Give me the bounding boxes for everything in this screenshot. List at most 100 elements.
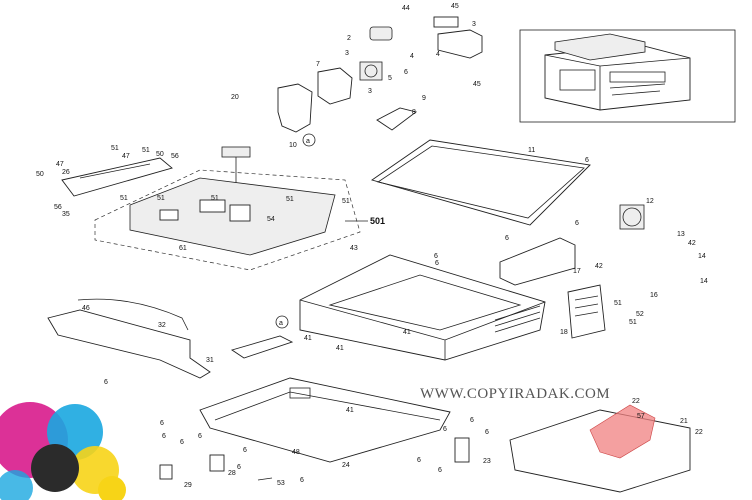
front-rail [47, 298, 211, 379]
callout-label: 6 [443, 426, 447, 433]
callout-label: 6 [104, 379, 108, 386]
callout-label: 24 [342, 462, 350, 469]
callout-label: 32 [158, 322, 166, 329]
callout-label: 45 [473, 81, 481, 88]
callout-label: 47 [122, 153, 130, 160]
callout-label: 45 [451, 3, 459, 10]
watermark: WWW.COPYIRADAK.COM [420, 386, 610, 402]
callout-label: 28 [228, 470, 236, 477]
callout-label: 6 [404, 69, 408, 76]
right-box [567, 284, 606, 339]
callout-label: 3 [368, 88, 372, 95]
callout-label: 14 [698, 253, 706, 260]
callout-label: 8 [412, 109, 416, 116]
callout-label: 44 [402, 5, 410, 12]
logo-circles [0, 402, 126, 500]
callout-label: 50 [36, 171, 44, 178]
callout-label: 6 [243, 447, 247, 454]
callout-label: 41 [403, 329, 411, 336]
callout-label: 51 [286, 196, 294, 203]
callout-label: 35 [62, 211, 70, 218]
callout-label: 6 [198, 433, 202, 440]
callout-label: 26 [62, 169, 70, 176]
printer-overview-inset [519, 29, 736, 123]
bottom-parts [159, 437, 470, 481]
callout-label: 51 [120, 195, 128, 202]
callout-label: 9 [422, 95, 426, 102]
callout-label: 6 [438, 467, 442, 474]
fan-unit [619, 204, 645, 230]
callout-label: 2 [347, 35, 351, 42]
callout-label: 31 [206, 357, 214, 364]
callout-label: 18 [560, 329, 568, 336]
callout-label: 41 [336, 345, 344, 352]
callout-label: 51 [211, 195, 219, 202]
callout-label: 6 [162, 433, 166, 440]
callout-label: 4 [436, 51, 440, 58]
callout-label: 6 [434, 253, 438, 260]
main-chassis [299, 254, 546, 361]
callout-label: 5 [388, 75, 392, 82]
callout-label: 6 [300, 477, 304, 484]
small-plate [230, 335, 294, 359]
callout-label: 51 [157, 195, 165, 202]
callout-label: 20 [231, 94, 239, 101]
callout-label: 6 [470, 417, 474, 424]
callout-label: 61 [179, 245, 187, 252]
callout-label: 23 [483, 458, 491, 465]
callout-label: 16 [650, 292, 658, 299]
callout-label: 52 [636, 311, 644, 318]
callout-label: 6 [180, 439, 184, 446]
callout-label: 6 [505, 235, 509, 242]
callout-label: 47 [56, 161, 64, 168]
callout-label: 17 [573, 268, 581, 275]
callout-label: 48 [292, 449, 300, 456]
callout-label: 14 [700, 278, 708, 285]
reference-mark: a [302, 133, 316, 147]
callout-label: 6 [237, 464, 241, 471]
assembly-label: 501 [370, 216, 385, 226]
callout-label: 3 [345, 50, 349, 57]
callout-label: 51 [629, 319, 637, 326]
top-parts [221, 16, 483, 205]
callout-label: 42 [688, 240, 696, 247]
callout-label: 22 [632, 398, 640, 405]
callout-label: 22 [695, 429, 703, 436]
top-plate [370, 139, 591, 226]
callout-label: 50 [156, 151, 164, 158]
callout-label: 10 [289, 142, 297, 149]
callout-label: 51 [614, 300, 622, 307]
callout-label: 56 [54, 204, 62, 211]
callout-label: 56 [171, 153, 179, 160]
callout-label: 3 [472, 21, 476, 28]
callout-label: 43 [350, 245, 358, 252]
callout-label: 41 [346, 407, 354, 414]
side-bracket [499, 237, 576, 286]
callout-label: 13 [677, 231, 685, 238]
callout-label: 21 [680, 418, 688, 425]
ref-mark-a: a [306, 138, 310, 145]
callout-label: 6 [435, 260, 439, 267]
callout-label: 51 [342, 198, 350, 205]
callout-label: 4 [410, 53, 414, 60]
callout-label: 6 [585, 157, 589, 164]
callout-label: 51 [142, 147, 150, 154]
callout-label: 57 [637, 413, 645, 420]
reference-mark: a [275, 315, 289, 329]
callout-label: 6 [417, 457, 421, 464]
base-plate [199, 377, 451, 463]
callout-label: 7 [316, 61, 320, 68]
callout-label: 6 [575, 220, 579, 227]
callout-label: 46 [82, 305, 90, 312]
ref-mark-a: a [279, 320, 283, 327]
right-assembly [509, 404, 691, 493]
board-assembly [94, 169, 361, 271]
callout-label: 11 [528, 147, 535, 154]
callout-label: 54 [267, 216, 275, 223]
callout-label: 12 [646, 198, 654, 205]
left-bracket [61, 157, 173, 197]
callout-label: 6 [160, 420, 164, 427]
callout-label: 6 [485, 429, 489, 436]
